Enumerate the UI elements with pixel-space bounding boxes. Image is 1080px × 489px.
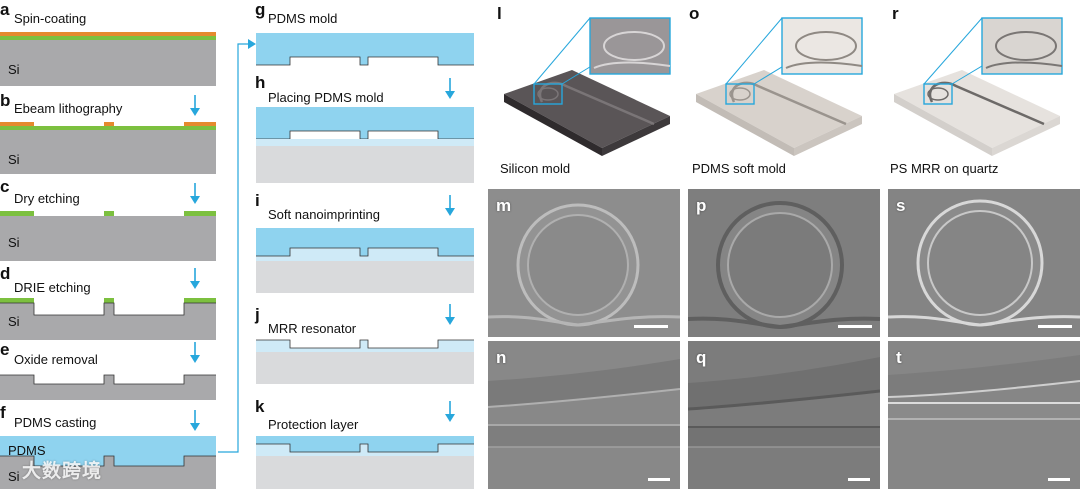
step-label-pdms-casting: PDMS casting <box>14 415 97 430</box>
scale-bar <box>634 325 668 328</box>
diagram-ebeam <box>0 122 216 174</box>
down-arrow-icon <box>190 410 200 431</box>
sem-image-n: n <box>488 341 680 489</box>
panel-letter-n: n <box>496 348 507 367</box>
panel-letter-h: h <box>255 73 266 92</box>
panel-letter-m: m <box>496 196 512 215</box>
scale-bar <box>648 478 670 481</box>
sem-waveguide-graphic <box>888 341 1080 489</box>
watermark-text: 大数跨境 <box>22 461 103 482</box>
panel-letter-d: d <box>0 264 11 283</box>
panel-letter-c: c <box>0 177 10 196</box>
substrate-label-si: Si <box>8 314 20 329</box>
panel-letter-a: a <box>0 0 10 19</box>
sem-image-t: t <box>888 341 1080 489</box>
panel-letter-q: q <box>696 348 707 367</box>
diagram-drie <box>0 298 216 340</box>
panel-letter-b: b <box>0 91 11 110</box>
panel-letter-f: f <box>0 403 6 422</box>
sem-ring-graphic <box>688 189 880 337</box>
render-silicon-mold <box>504 17 671 156</box>
panel-letter-i: i <box>255 191 260 210</box>
step-label-placing-pdms: Placing PDMS mold <box>268 90 384 105</box>
diagram-mrr-resonator <box>256 339 474 384</box>
diagram-pdms-casting <box>0 436 216 489</box>
diagram-oxide-removal <box>0 374 216 400</box>
down-arrow-icon <box>190 342 200 363</box>
scale-bar <box>1038 325 1072 328</box>
si-substrate <box>0 40 216 86</box>
caption-silicon-mold: Silicon mold <box>500 161 571 176</box>
sem-ring-graphic <box>488 189 680 337</box>
step-label-dry-etching: Dry etching <box>14 191 80 206</box>
sem-ring-graphic <box>888 189 1080 337</box>
substrate-label-si: Si <box>8 469 20 484</box>
sem-image-s: s <box>888 189 1080 337</box>
scale-bar <box>848 478 870 481</box>
panel-letter-l: l <box>497 4 502 23</box>
step-label-pdms-mold: PDMS mold <box>268 11 338 26</box>
sem-waveguide-graphic <box>488 341 680 489</box>
step-label-soft-nanoimprinting: Soft nanoimprinting <box>268 207 381 222</box>
sem-image-p: p <box>688 189 880 337</box>
panel-letter-s: s <box>896 196 906 215</box>
caption-pdms-mold: PDMS soft mold <box>692 161 786 176</box>
scale-bar <box>838 325 872 328</box>
sem-image-m: m <box>488 189 680 337</box>
down-arrow-icon <box>190 183 200 204</box>
diagram-protection-layer <box>256 436 474 489</box>
caption-ps-mrr: PS MRR on quartz <box>890 161 999 176</box>
diagram-dry-etching <box>0 211 216 261</box>
connector-arrow <box>218 39 256 453</box>
step-label-protection-layer: Protection layer <box>268 417 359 432</box>
panel-letter-t: t <box>896 348 902 367</box>
resist-layer-green <box>0 36 216 40</box>
step-label-drie: DRIE etching <box>14 280 91 295</box>
down-arrow-icon <box>190 95 200 116</box>
layer-label-pdms: PDMS <box>8 443 46 458</box>
down-arrow-icon <box>445 401 455 422</box>
down-arrow-icon <box>190 268 200 289</box>
panel-letter-j: j <box>255 305 260 324</box>
panel-letter-r: r <box>892 4 899 23</box>
panel-letter-g: g <box>255 0 266 19</box>
diagram-pdms-mold <box>256 33 474 66</box>
step-label-mrr-resonator: MRR resonator <box>268 321 357 336</box>
panel-letter-p: p <box>696 196 707 215</box>
substrate-label-si: Si <box>8 152 20 167</box>
down-arrow-icon <box>445 78 455 99</box>
diagram-spin-coating <box>0 32 216 86</box>
sem-image-q: q <box>688 341 880 489</box>
step-label-oxide-removal: Oxide removal <box>14 352 98 367</box>
render-ps-mrr <box>894 17 1063 156</box>
diagram-soft-nanoimprinting <box>256 228 474 293</box>
render-pdms-mold <box>696 17 863 156</box>
step-label-spin-coating: Spin-coating <box>14 11 87 26</box>
panel-letter-k: k <box>255 397 265 416</box>
sem-waveguide-graphic <box>688 341 880 489</box>
down-arrow-icon <box>445 304 455 325</box>
down-arrow-icon <box>445 195 455 216</box>
resist-layer-orange <box>0 32 216 36</box>
substrate-label-si: Si <box>8 235 20 250</box>
diagram-placing-pdms <box>256 107 474 183</box>
scale-bar <box>1048 478 1070 481</box>
panel-letter-o: o <box>689 4 700 23</box>
substrate-label-si: Si <box>8 62 20 77</box>
step-label-ebeam: Ebeam lithography <box>14 101 123 116</box>
panel-letter-e: e <box>0 340 10 359</box>
